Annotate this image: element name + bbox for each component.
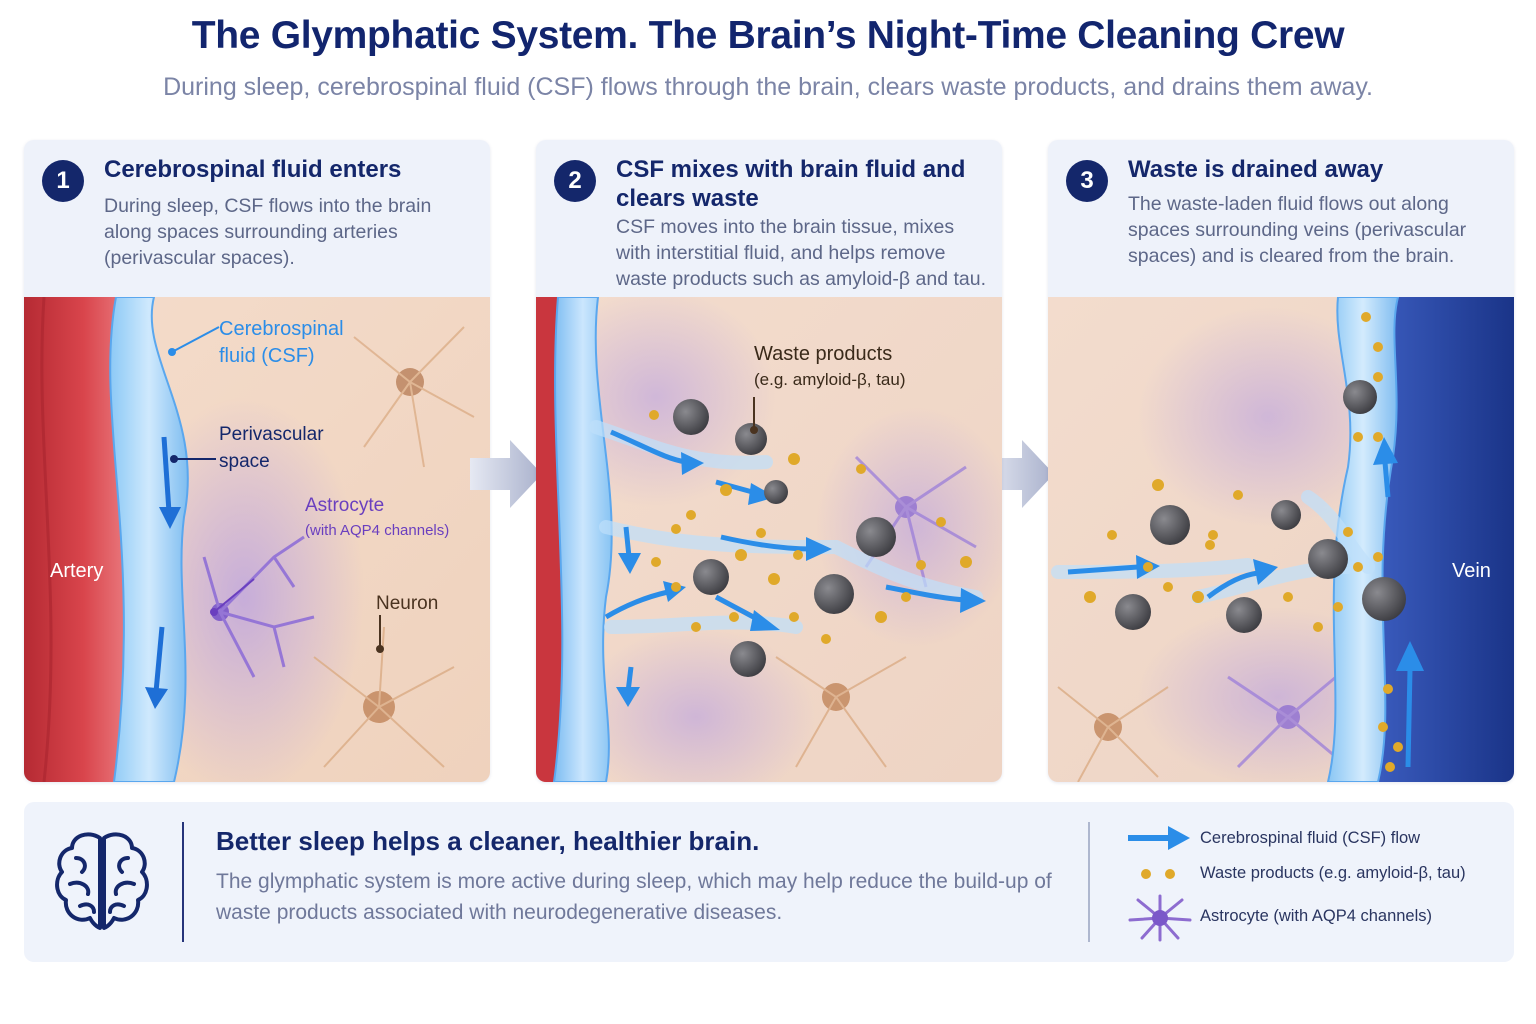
- step-title: Cerebrospinal fluid enters: [104, 156, 402, 183]
- step-illustration-1: Cerebrospinal fluid (CSF) Perivascular s…: [24, 297, 490, 782]
- astrocyte-label: Astrocyte: [305, 495, 384, 516]
- neuron-icon: [775, 656, 907, 768]
- waste-products-sublabel: (e.g. amyloid-β, tau): [754, 370, 906, 389]
- artery-wall: [24, 297, 124, 782]
- step-header-2: 2 CSF mixes with brain fluid and clears …: [536, 140, 1002, 297]
- page-subtitle: During sleep, cerebrospinal fluid (CSF) …: [163, 73, 1373, 101]
- step-connector-arrow-icon: [470, 440, 542, 508]
- step-header-3: 3 Waste is drained away The waste-laden …: [1048, 140, 1514, 297]
- vein-wall: [1378, 297, 1514, 782]
- astrocyte-icon: [1227, 665, 1349, 769]
- csf-label-2: fluid (CSF): [219, 345, 315, 367]
- step-illustration-3: Vein: [1048, 297, 1514, 782]
- step-panel-2: 2 CSF mixes with brain fluid and clears …: [536, 140, 1002, 782]
- brain-icon: [55, 832, 149, 930]
- summary-title: Better sleep helps a cleaner, healthier …: [216, 826, 760, 856]
- neuron-icon: [313, 626, 455, 768]
- waste-aggregate: [673, 399, 896, 677]
- step-description: During sleep, CSF flows into the brain a…: [104, 195, 432, 269]
- astrocyte-icon: [1128, 894, 1192, 942]
- perivascular-label-2: space: [219, 451, 270, 472]
- summary-text: The glymphatic system is more active dur…: [216, 870, 1052, 924]
- csf-entry-illustration: Cerebrospinal fluid (CSF) Perivascular s…: [24, 297, 490, 782]
- waste-dots-icon: [1141, 869, 1175, 879]
- astrocyte-icon: [202, 535, 315, 678]
- step-panel-3: 3 Waste is drained away The waste-laden …: [1048, 140, 1514, 782]
- legend-item-csf-flow: Cerebrospinal fluid (CSF) flow: [1124, 818, 1420, 858]
- waste-products-label: Waste products: [754, 343, 892, 365]
- csf-label: Cerebrospinal: [219, 318, 344, 340]
- neuron-label: Neuron: [376, 593, 438, 614]
- step-number-badge: 1: [42, 160, 84, 202]
- step-title: CSF mixes with brain fluid and clears wa…: [616, 156, 966, 212]
- legend-item-waste: Waste products (e.g. amyloid-β, tau): [1124, 854, 1466, 894]
- waste-aggregate: [1115, 380, 1406, 633]
- artery-label: Artery: [50, 560, 103, 582]
- divider: [182, 822, 184, 942]
- step-panel-1: 1 Cerebrospinal fluid enters During slee…: [24, 140, 490, 782]
- vein-label: Vein: [1452, 560, 1491, 582]
- legend-label: Astrocyte (with AQP4 channels): [1200, 907, 1433, 925]
- waste-drainage-illustration: Vein: [1048, 297, 1514, 782]
- page-title: The Glymphatic System. The Brain’s Night…: [191, 14, 1345, 57]
- astrocyte-sublabel: (with AQP4 channels): [305, 522, 449, 539]
- perivascular-csf-channel: [109, 297, 189, 782]
- step-description: CSF moves into the brain tissue, mixes w…: [616, 216, 986, 290]
- legend-label: Waste products (e.g. amyloid-β, tau): [1200, 864, 1466, 882]
- step-number-badge: 3: [1066, 160, 1108, 202]
- step-connector-arrow-icon: [982, 440, 1054, 508]
- csf-flow-arrow-icon: [1128, 826, 1190, 850]
- waste-particle: [649, 410, 972, 644]
- summary-box: Better sleep helps a cleaner, healthier …: [24, 802, 1514, 962]
- neuron-icon: [353, 326, 475, 468]
- perivascular-label: Perivascular: [219, 424, 324, 445]
- step-number-badge: 2: [554, 160, 596, 202]
- step-title: Waste is drained away: [1128, 156, 1384, 183]
- neuron-icon: [1057, 686, 1169, 782]
- csf-mixing-illustration: Waste products (e.g. amyloid-β, tau): [536, 297, 1002, 782]
- legend-label: Cerebrospinal fluid (CSF) flow: [1200, 829, 1421, 847]
- step-description: The waste-laden fluid flows out along sp…: [1128, 193, 1467, 267]
- step-illustration-2: Waste products (e.g. amyloid-β, tau): [536, 297, 1002, 782]
- step-header-1: 1 Cerebrospinal fluid enters During slee…: [24, 140, 490, 297]
- divider: [1088, 822, 1090, 942]
- legend-item-astrocyte: Astrocyte (with AQP4 channels): [1124, 894, 1432, 942]
- waste-particle: [1084, 312, 1403, 772]
